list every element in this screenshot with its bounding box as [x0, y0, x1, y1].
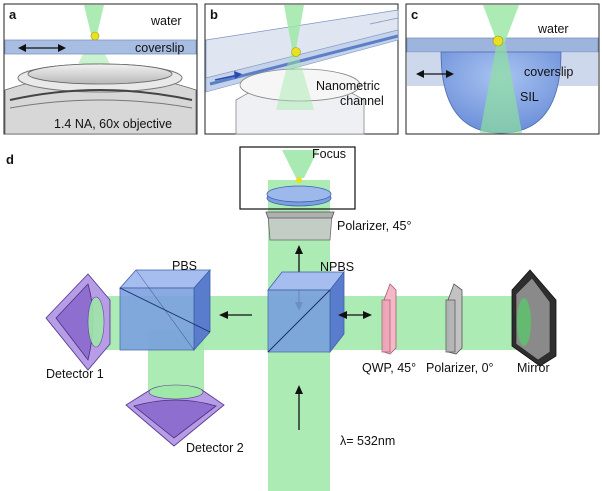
water-label: water — [537, 22, 569, 36]
mirror — [511, 269, 557, 367]
coverslip-label: coverslip — [524, 65, 573, 79]
objective — [4, 63, 197, 135]
focus-label: Focus — [312, 147, 346, 161]
particle — [291, 47, 301, 57]
pbs-cube — [119, 268, 211, 352]
qwp-label: QWP, 45° — [362, 361, 416, 375]
panel-c-letter: c — [411, 7, 418, 22]
focused-beam — [84, 5, 104, 40]
detector-2 — [125, 384, 225, 447]
panel-d-letter: d — [6, 152, 14, 167]
channel-label-line1: Nanometric — [316, 79, 380, 93]
polarizer-45-label: Polarizer, 45° — [337, 219, 411, 233]
wavelength-label: λ= 532nm — [340, 434, 395, 448]
npbs-cube — [267, 270, 345, 354]
sil-label: SIL — [520, 90, 539, 104]
focus-particle — [296, 177, 302, 183]
focused-beam — [284, 5, 304, 52]
npbs-label: NPBS — [320, 260, 354, 274]
focused-beam — [483, 5, 519, 42]
panel-a-letter: a — [9, 7, 17, 22]
polarizer-0 — [445, 283, 463, 355]
qwp-plate — [381, 283, 397, 355]
coverslip — [4, 39, 197, 55]
detector-2-label: Detector 2 — [186, 441, 244, 455]
objective-label: 1.4 NA, 60x objective — [54, 117, 172, 131]
coverslip-label: coverslip — [135, 41, 184, 55]
water-label: water — [150, 14, 182, 28]
panel-b: b Nanometric channel — [204, 3, 399, 135]
nanometric-channel — [209, 34, 399, 86]
detector-1-label: Detector 1 — [46, 367, 104, 381]
flow-arrow — [214, 74, 239, 81]
polarizer-45 — [265, 211, 335, 241]
panel-b-letter: b — [210, 7, 218, 22]
panel-a: a water coverslip 1.4 NA, 60x objective — [3, 3, 198, 135]
panel-d: d Focus Polarizer, 45° P — [6, 146, 557, 491]
focus-cone — [282, 150, 318, 178]
focus-box — [239, 146, 356, 210]
polarizer-0-label: Polarizer, 0° — [426, 361, 494, 375]
panel-c: c water coverslip SIL — [405, 3, 600, 135]
channel-label-line2: channel — [340, 94, 384, 108]
pbs-label: PBS — [172, 259, 197, 273]
particle — [90, 31, 100, 41]
mirror-label: Mirror — [517, 361, 550, 375]
detector-1 — [45, 273, 111, 371]
particle — [492, 35, 504, 47]
